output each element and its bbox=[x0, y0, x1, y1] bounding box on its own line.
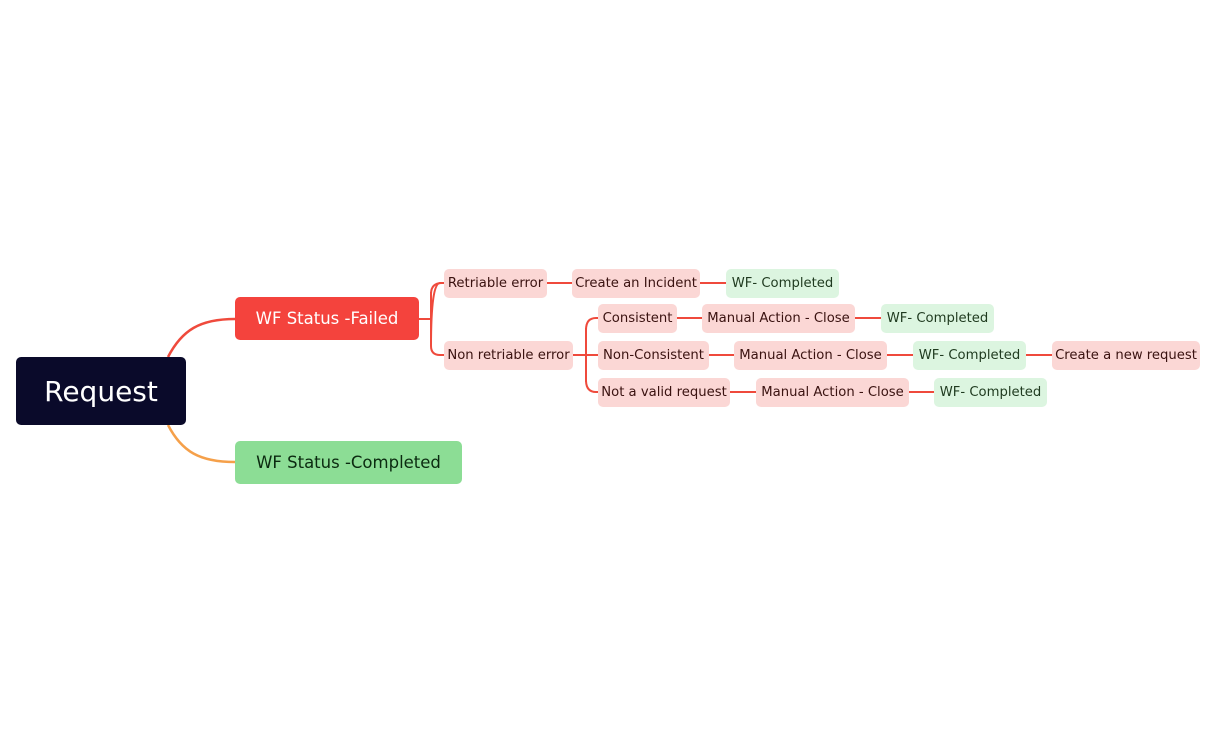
node-non-retriable-error[interactable]: Non retriable error bbox=[444, 341, 573, 370]
node-non-consistent-wf-completed[interactable]: WF- Completed bbox=[913, 341, 1026, 370]
connector-root-completed bbox=[166, 424, 236, 464]
node-consistent-wf-completed[interactable]: WF- Completed bbox=[881, 304, 994, 333]
node-non-consistent-manual-close[interactable]: Manual Action - Close bbox=[734, 341, 887, 370]
root-node-request[interactable]: Request bbox=[16, 357, 186, 425]
node-retriable-error[interactable]: Retriable error bbox=[444, 269, 547, 298]
node-consistent[interactable]: Consistent bbox=[598, 304, 677, 333]
node-retriable-wf-completed[interactable]: WF- Completed bbox=[726, 269, 839, 298]
node-not-valid-manual-close[interactable]: Manual Action - Close bbox=[756, 378, 909, 407]
node-not-valid-request[interactable]: Not a valid request bbox=[598, 378, 730, 407]
connector-root-failed bbox=[166, 317, 236, 358]
node-not-valid-wf-completed[interactable]: WF- Completed bbox=[934, 378, 1047, 407]
branch-node-wf-status-failed[interactable]: WF Status -Failed bbox=[235, 297, 419, 340]
node-consistent-manual-close[interactable]: Manual Action - Close bbox=[702, 304, 855, 333]
node-non-consistent[interactable]: Non-Consistent bbox=[598, 341, 709, 370]
node-create-new-request[interactable]: Create a new request bbox=[1052, 341, 1200, 370]
branch-node-wf-status-completed[interactable]: WF Status -Completed bbox=[235, 441, 462, 484]
node-create-incident[interactable]: Create an Incident bbox=[572, 269, 700, 298]
